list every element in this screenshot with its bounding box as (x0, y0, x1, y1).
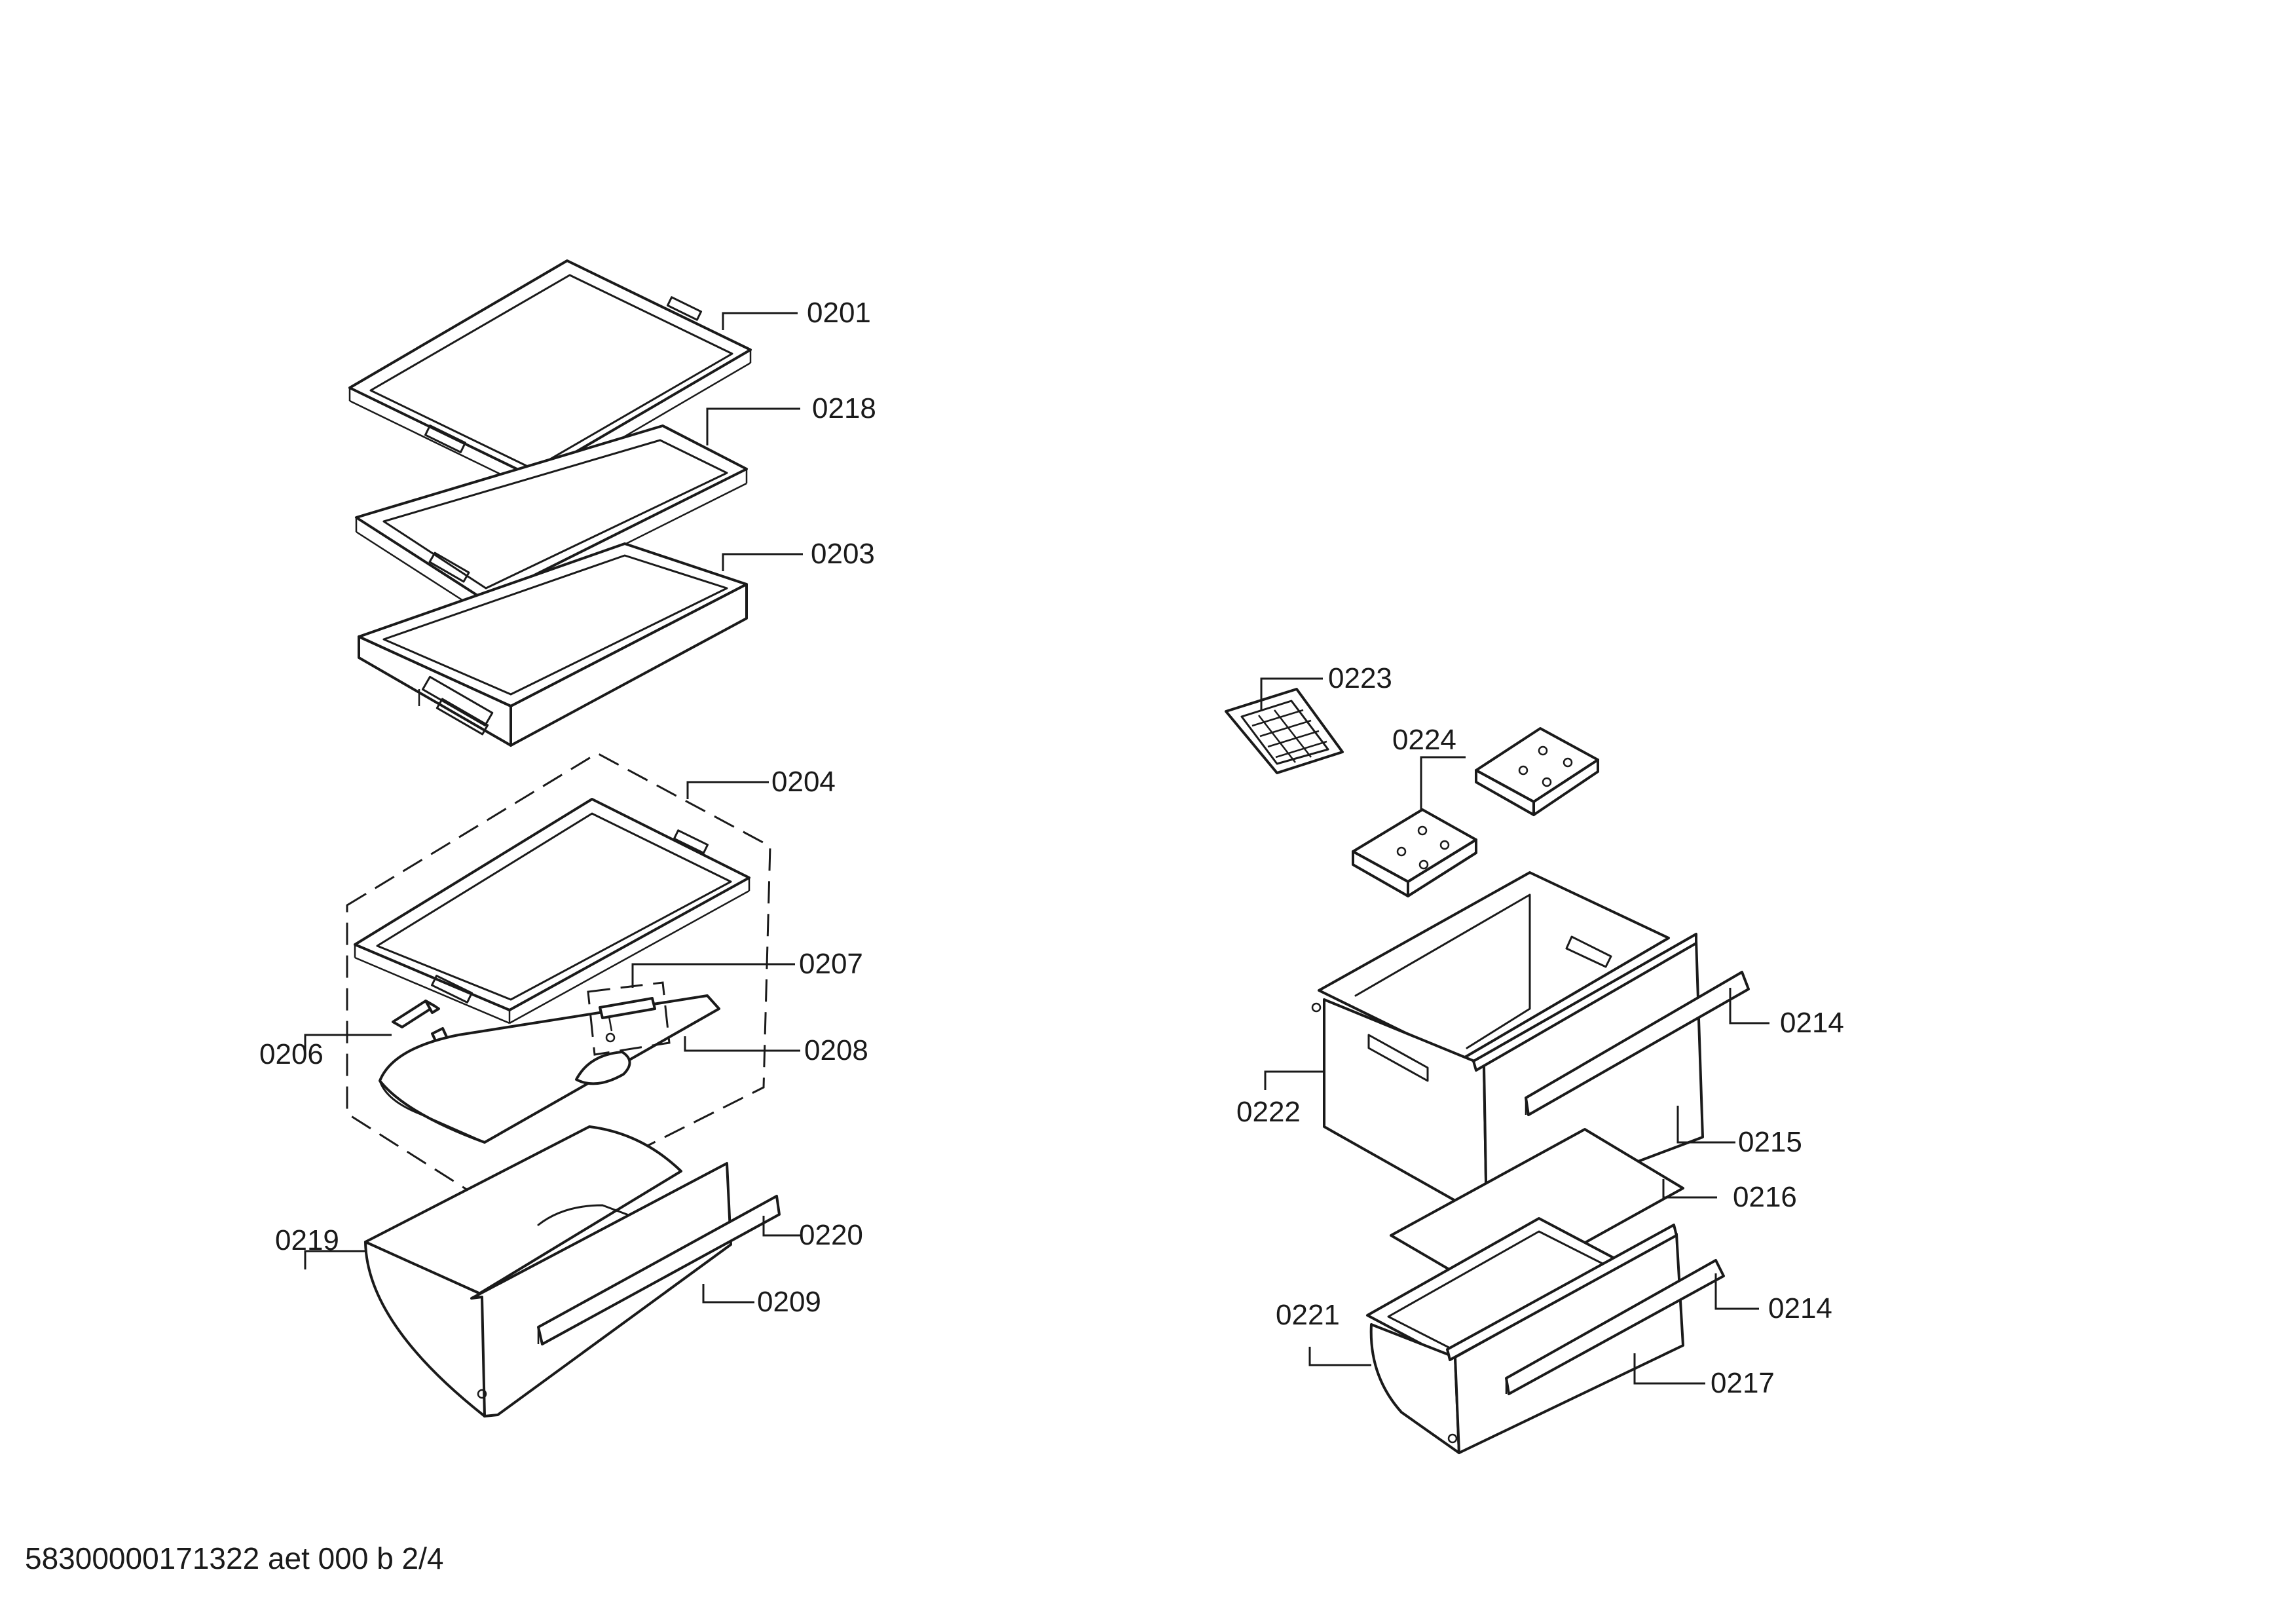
label-part-0214-lower: 0214 (1768, 1292, 1832, 1324)
label-part-0217: 0217 (1711, 1367, 1775, 1399)
label-part-0218: 0218 (812, 392, 876, 424)
label-part-0206: 0206 (259, 1038, 324, 1070)
label-part-0203: 0203 (811, 538, 875, 570)
freezer-drawer-lower (1366, 1217, 1725, 1454)
freezer-drawer-upper (1311, 871, 1750, 1220)
cold-pack-lower (1352, 808, 1477, 897)
tray-shelf (358, 542, 748, 747)
leader-lines (304, 312, 1769, 1385)
label-part-0214-upper: 0214 (1780, 1007, 1844, 1039)
frame-shelf (355, 424, 748, 616)
label-part-0222: 0222 (1236, 1096, 1301, 1128)
ice-cube-tray (1225, 688, 1344, 774)
crisper-drawer-left (364, 1125, 781, 1417)
label-part-0223: 0223 (1328, 662, 1392, 694)
label-part-0220: 0220 (799, 1219, 863, 1251)
crisper-cover-plate (379, 981, 720, 1144)
label-part-0204: 0204 (771, 766, 836, 798)
assembly-boundary-dashed (346, 752, 771, 1217)
label-part-0221: 0221 (1276, 1299, 1340, 1331)
label-part-0209: 0209 (757, 1286, 821, 1318)
label-part-0201: 0201 (807, 297, 871, 329)
document-code: 58300000171322 aet 000 b 2/4 (25, 1541, 444, 1575)
shelf-assembly-glass (354, 798, 750, 1024)
label-part-0208: 0208 (804, 1034, 868, 1066)
label-part-0207: 0207 (799, 948, 863, 980)
cold-pack-upper (1475, 727, 1599, 816)
label-part-0219: 0219 (275, 1224, 339, 1256)
label-part-0216: 0216 (1733, 1181, 1797, 1213)
label-part-0224: 0224 (1392, 724, 1456, 756)
label-part-0215: 0215 (1738, 1126, 1802, 1158)
